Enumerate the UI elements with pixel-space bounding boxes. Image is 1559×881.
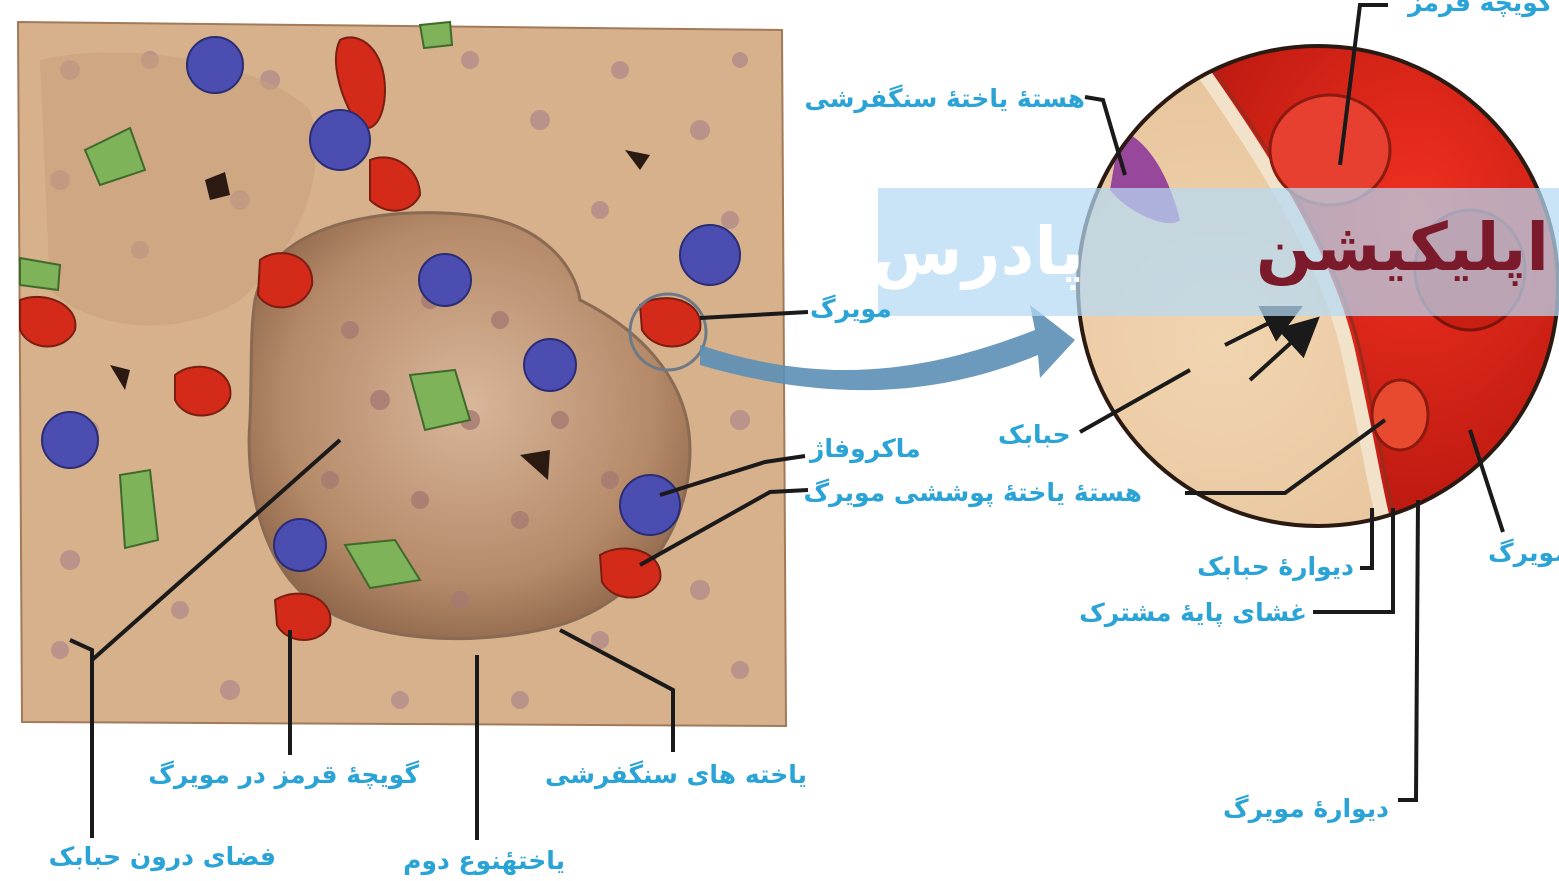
label-capillary-lining-nucleus: هستهٔ یاختهٔ پوششی مویرگ	[804, 478, 1142, 508]
label-alveolar-space: فضای درون حبابک	[49, 842, 276, 872]
label-red-cell-in-capillary: گویچهٔ قرمز در مویرگ	[148, 760, 419, 790]
watermark-app: اپلیکیشن	[1256, 208, 1549, 288]
label-capillary-right: مویرگ	[1488, 538, 1559, 568]
label-capillary-mid: مویرگ	[810, 294, 892, 324]
label-shared-basement-membrane: غشای پایهٔ مشترک	[1079, 598, 1307, 628]
label-red-cell-partial: گویچهٔ قرمز	[1408, 0, 1552, 18]
label-squamous-cells: یاخته های سنگفرشی	[545, 760, 807, 790]
label-macrophage: ماکروفاژ	[810, 434, 921, 464]
tissue-illustration	[18, 22, 786, 726]
label-alveolus: حبابک	[998, 420, 1071, 450]
watermark-brand: پادرس	[871, 212, 1084, 292]
label-type-two-cell: یاختهٔنوع دوم	[403, 846, 565, 876]
label-capillary-wall: دیوارهٔ مویرگ	[1223, 794, 1389, 824]
label-squamous-nucleus: هستهٔ یاختهٔ سنگفرشی	[805, 84, 1085, 114]
label-alveolar-wall: دیوارهٔ حبابک	[1197, 552, 1354, 582]
